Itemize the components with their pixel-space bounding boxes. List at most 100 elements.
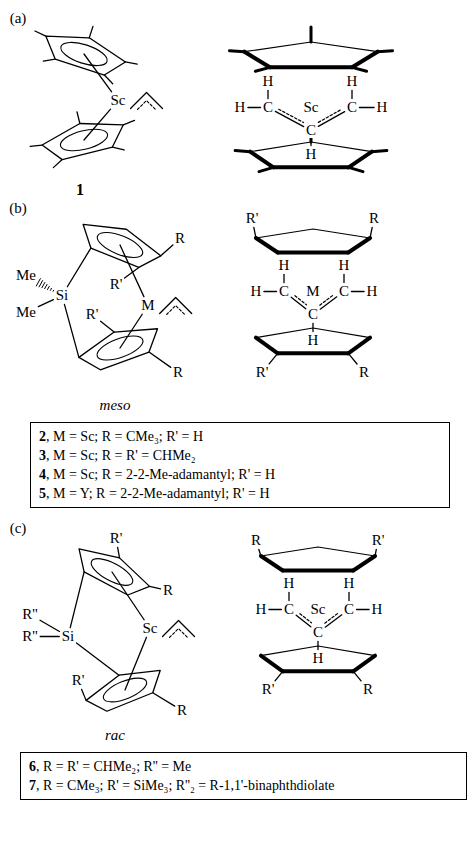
atom-symbol: Sc [310, 602, 327, 617]
bond-line [370, 227, 372, 238]
atom-symbol: R' [85, 307, 100, 322]
compound-key-box: 2, M = Sc; R = CMe₃; R' = H3, M = Sc; R … [30, 422, 450, 508]
compound-definition: , M = Sc; R = CMe₃; R' = H [46, 429, 203, 444]
bond-line [125, 267, 139, 278]
atom-symbol: R [176, 703, 188, 718]
ring-front-edge [348, 238, 370, 253]
panel-letter: (a) [9, 11, 28, 26]
cyclopentadienyl-ring [42, 124, 123, 160]
label-anchor: C [312, 624, 324, 640]
compound-number: 6 [29, 759, 36, 774]
ring-front-edge [256, 238, 278, 253]
label-anchor: H [255, 601, 268, 617]
atom-symbol: C [343, 602, 355, 617]
label-anchor: R [358, 364, 370, 380]
methyl-bond [259, 167, 273, 171]
label-anchor: H [371, 601, 384, 617]
atom-symbol: R [358, 365, 370, 380]
allyl-ligand [131, 93, 163, 109]
compound-definition: , R = CMe₃; R' = SiMe₃; R''₂ = R-1,1'-bi… [36, 778, 334, 793]
bond-line [161, 245, 173, 256]
methyl-bond [43, 59, 55, 61]
hashed-wedge [48, 286, 50, 289]
compound-key-line: 6, R = R' = CHMe₂; R'' = Me [29, 757, 458, 776]
cyclopentadienyl-ring [83, 224, 161, 267]
ring-front-edge [244, 52, 269, 68]
allyl-delocalization [167, 306, 185, 315]
label-anchor: C [307, 306, 319, 322]
cyclopentadienyl-ring [86, 670, 160, 711]
methyl-bond [53, 160, 62, 168]
methyl-bond [349, 167, 363, 171]
bond-line [84, 109, 111, 140]
label-anchor: R [368, 210, 380, 226]
label-anchor: R' [71, 672, 86, 688]
label-anchor: R [176, 702, 188, 718]
bond-line [264, 291, 277, 292]
label-anchor: R'' [21, 628, 38, 644]
atom-symbol: R' [109, 277, 124, 292]
label-anchor: M [140, 297, 155, 313]
atom-symbol: M [305, 284, 320, 299]
methyl-bond [123, 120, 134, 124]
compound-number: 2 [39, 429, 46, 444]
label-anchor: Sc [310, 601, 327, 617]
label-anchor: R [174, 230, 186, 246]
atom-symbol: H [255, 602, 268, 617]
atom-symbol: H [262, 74, 275, 89]
label-anchor: H [312, 650, 325, 666]
label-anchor: C [305, 122, 317, 138]
allyl-ligand [163, 621, 195, 637]
compound-key-box: 6, R = R' = CHMe₂; R'' = Me7, R = CMe₃; … [20, 752, 467, 800]
atom-symbol: R'' [21, 607, 38, 622]
ring-front-edge [283, 569, 354, 573]
bond-line [64, 304, 78, 357]
bond-line [125, 637, 146, 690]
bond-line [348, 593, 349, 601]
atom-symbol: R' [255, 365, 270, 380]
ring-front-edge [348, 338, 370, 354]
compound-definition: , M = Sc; R = 2-2-Me-adamantyl; R' = H [46, 467, 275, 482]
hashed-wedge [42, 283, 45, 288]
bond-line [267, 91, 268, 99]
bond-line [317, 642, 318, 650]
ring-front-edge [353, 556, 375, 571]
label-anchor: R [250, 532, 262, 548]
atom-symbol: Si [61, 629, 76, 644]
compound-number: 3 [39, 448, 46, 463]
atom-symbol: C [283, 602, 295, 617]
atom-symbol: R' [261, 682, 276, 697]
label-anchor: Me [15, 304, 37, 320]
label-anchor: C [283, 601, 295, 617]
bond-line [118, 547, 120, 557]
label-anchor: Si [61, 628, 76, 644]
label-anchor: R' [109, 530, 124, 546]
bond-line [101, 321, 115, 332]
methyl-bond [89, 26, 93, 37]
label-anchor: Sc [110, 92, 127, 108]
compound-definition: , M = Sc; R = R' = CHMe₂ [46, 448, 196, 463]
label-anchor: C [346, 99, 358, 115]
ring-front-edge [278, 251, 349, 255]
ring-front-edge [278, 351, 349, 355]
ring-front-edge [261, 556, 283, 571]
atom-symbol: H [278, 258, 291, 273]
atom-symbol: H [371, 602, 384, 617]
label-anchor: H [307, 332, 320, 348]
label-anchor: R'' [21, 606, 38, 622]
atom-symbol: H [234, 100, 247, 115]
atom-symbol: R [172, 365, 184, 380]
atom-symbol: H [338, 258, 351, 273]
molecule-group [30, 26, 392, 711]
label-anchor: R [172, 364, 184, 380]
atom-symbol: H [250, 284, 263, 299]
label-anchor: H [278, 257, 291, 273]
label-anchor: C [278, 283, 290, 299]
bond-line [153, 693, 175, 706]
bond-line [360, 107, 375, 108]
methyl-bond [229, 49, 244, 53]
label-anchor: (a) [9, 10, 28, 26]
ring-front-edge [352, 52, 377, 68]
bond-line [269, 609, 282, 610]
label-anchor: R' [371, 532, 386, 548]
